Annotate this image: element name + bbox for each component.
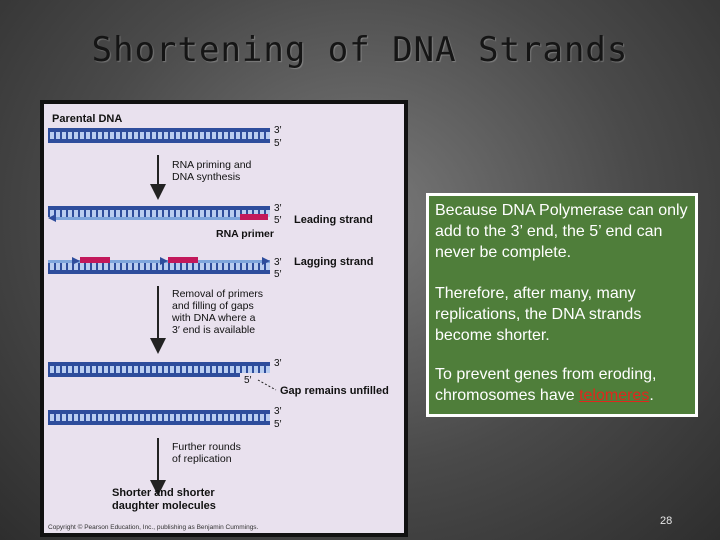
- page-number: 28: [660, 515, 673, 527]
- step-further-label: Further rounds: [172, 441, 241, 453]
- step-dna-synthesis-label: DNA synthesis: [172, 171, 240, 183]
- end-5-label: 5′: [274, 215, 282, 226]
- callout-paragraph-2: Therefore, after many, many replications…: [435, 285, 642, 344]
- parental-dna-label: Parental DNA: [52, 113, 122, 125]
- figure-background: [44, 104, 404, 533]
- end-5-label: 5′: [274, 138, 282, 149]
- end-3-label: 3′: [274, 125, 282, 136]
- rna-primer-label: RNA primer: [216, 228, 274, 240]
- step-further-label: of replication: [172, 453, 232, 465]
- parental-dna-strand: [48, 128, 270, 143]
- copyright-text: Copyright © Pearson Education, Inc., pub…: [48, 523, 259, 531]
- result-label: daughter molecules: [112, 500, 216, 512]
- explanation-callout: Because DNA Polymerase can only add to t…: [426, 193, 698, 417]
- lagging-strand-label: Lagging strand: [294, 256, 373, 268]
- gap-remains-label: Gap remains unfilled: [280, 385, 389, 397]
- leading-strand-duplex: [48, 206, 270, 222]
- dna-diagram-svg: Parental DNA 3′ 5′ RNA priming and DNA s…: [48, 113, 389, 531]
- gap-unfilled-duplex: [48, 362, 270, 377]
- end-5-label: 5′: [274, 269, 282, 280]
- leading-strand-label: Leading strand: [294, 214, 373, 226]
- gap-pointer: [257, 379, 277, 391]
- dna-replication-figure: Parental DNA 3′ 5′ RNA priming and DNA s…: [40, 100, 408, 537]
- end-5-label: 5′: [244, 375, 252, 386]
- step-removal-label: with DNA where a: [171, 312, 256, 324]
- step-rna-priming-label: RNA priming and: [172, 159, 252, 171]
- end-3-label: 3′: [274, 406, 282, 417]
- telomeres-link[interactable]: telomeres: [579, 387, 650, 404]
- further-rounds-duplex: [48, 410, 270, 425]
- lagging-strand-duplex: [48, 257, 270, 274]
- end-3-label: 3′: [274, 257, 282, 268]
- result-label: Shorter and shorter: [112, 487, 215, 499]
- end-3-label: 3′: [274, 203, 282, 214]
- end-5-label: 5′: [274, 419, 282, 430]
- rna-primer-block: [240, 214, 268, 220]
- callout-paragraph-1: Because DNA Polymerase can only add to t…: [435, 202, 688, 261]
- step-removal-label: 3′ end is available: [172, 324, 255, 336]
- slide-title: Shortening of DNA Strands: [91, 30, 629, 70]
- callout-paragraph-3-text: To prevent genes from eroding, chromosom…: [435, 366, 657, 404]
- step-removal-label: Removal of primers: [172, 288, 263, 300]
- callout-paragraph-3: To prevent genes from eroding, chromosom…: [435, 364, 689, 406]
- step-removal-label: and filling of gaps: [172, 300, 254, 312]
- end-3-label: 3′: [274, 358, 282, 369]
- callout-paragraph-3-suffix: .: [649, 387, 654, 404]
